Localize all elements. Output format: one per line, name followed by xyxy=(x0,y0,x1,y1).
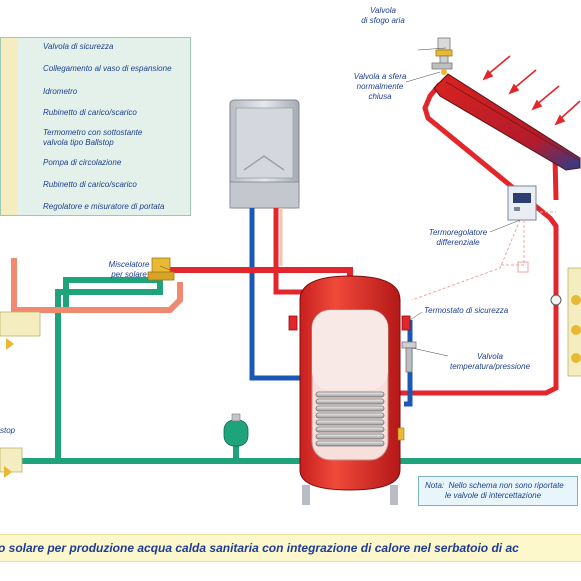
air-vent-valve-icon xyxy=(431,37,453,75)
caption: o solare per produzione acqua calda sani… xyxy=(0,541,519,555)
leader-lines xyxy=(159,47,521,357)
sun-rays xyxy=(482,55,581,126)
junction-box xyxy=(517,261,529,273)
legend-item: Pompa di circolazione xyxy=(43,158,122,167)
legend-panel: Valvola di sicurezza Collegamento al vas… xyxy=(0,37,191,216)
mixer-label: Miscelatore per solare xyxy=(108,260,150,279)
legend-swatch xyxy=(1,38,17,215)
thermoregulator-icon xyxy=(507,185,537,221)
ballstop-label: stop xyxy=(0,426,16,435)
legend-item: Termometro con sottostante valvola tipo … xyxy=(43,128,143,147)
green-pipes xyxy=(0,275,581,464)
legend-item: Idrometro xyxy=(43,87,78,96)
thermoregulator-label: Termoregolatore differenziale xyxy=(428,228,488,247)
ball-valve-label: Valvola a sfera normalmente chiusa xyxy=(353,72,407,101)
legend-item: Valvola di sicurezza xyxy=(43,42,114,51)
safety-thermostat-label: Termostato di sicurezza xyxy=(424,306,509,315)
temp-pressure-valve-label: Valvola temperatura/pressione xyxy=(449,352,531,371)
legend-item: Rubinetto di carico/scarico xyxy=(43,108,137,117)
vent-valve-label: Valvola di sfogo aria xyxy=(361,6,405,25)
note-box: Nota: Nello schema non sono riportate le… xyxy=(418,476,578,506)
legend-item: Rubinetto di carico/scarico xyxy=(43,180,137,189)
storage-tank xyxy=(299,275,401,505)
legend-item: Regolatore e misuratore di portata xyxy=(43,202,165,211)
caption-bar: o solare per produzione acqua calda sani… xyxy=(0,534,581,562)
control-wiring xyxy=(411,211,556,301)
heat-exchanger-coil xyxy=(315,391,385,447)
boiler-icon xyxy=(229,99,300,209)
temperature-pressure-valve-icon xyxy=(397,341,417,441)
expansion-vessel-icon xyxy=(223,413,249,447)
legend-item: Collegamento al vaso di espansione xyxy=(43,64,172,73)
boiler-return-pipe xyxy=(249,208,300,381)
pump-group-icon xyxy=(567,267,581,377)
ballstop-valve-icon xyxy=(0,311,41,478)
mixer-valve-icon xyxy=(147,257,175,281)
thermostat-icon xyxy=(288,315,411,331)
solar-panel xyxy=(433,73,581,171)
thermometer-icon xyxy=(550,294,562,306)
